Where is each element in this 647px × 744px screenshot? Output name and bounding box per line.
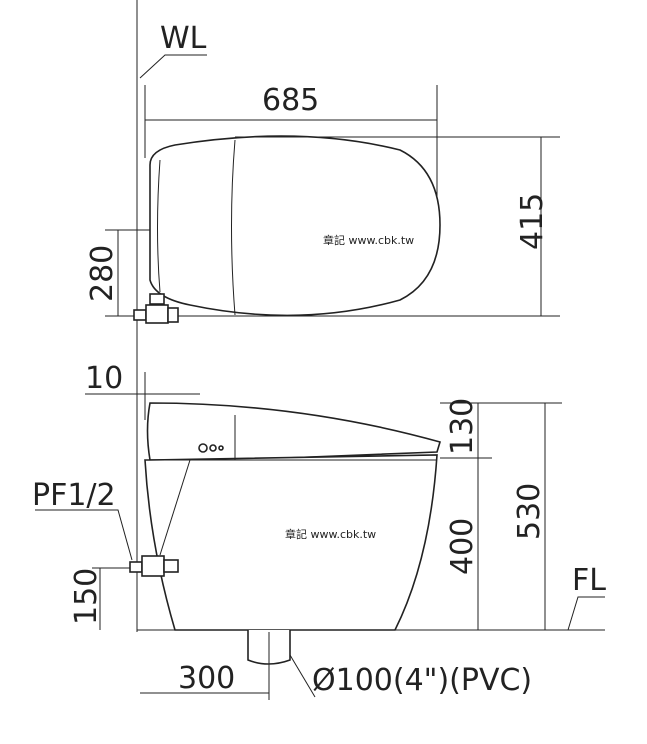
drain-label: Ø100(4")(PVC) xyxy=(312,663,532,698)
fl-leader xyxy=(567,596,605,631)
watermark: 章記 www.cbk.tw xyxy=(285,527,376,541)
dim-300: 300 xyxy=(178,661,235,696)
dim-415: 415 xyxy=(515,193,550,250)
watermark: 章記 www.cbk.tw xyxy=(323,233,414,247)
dim-400: 400 xyxy=(445,518,480,575)
dim-10: 10 xyxy=(85,361,123,396)
dim-150: 150 xyxy=(69,568,104,625)
valve-icon xyxy=(133,293,179,324)
fl-label: FL xyxy=(572,563,606,598)
valve-icon xyxy=(129,555,179,577)
dim-280: 280 xyxy=(85,245,120,302)
wl-label: WL xyxy=(160,21,207,56)
wl-leader xyxy=(139,54,207,79)
pf-label: PF1/2 xyxy=(32,478,116,513)
dim-530: 530 xyxy=(512,483,547,540)
pf-leader xyxy=(35,509,133,561)
toilet-side-view xyxy=(144,402,442,631)
dim-130: 130 xyxy=(445,398,480,455)
drain-leader xyxy=(289,654,316,698)
toilet-top-view xyxy=(149,135,441,317)
dim-685: 685 xyxy=(262,83,319,118)
